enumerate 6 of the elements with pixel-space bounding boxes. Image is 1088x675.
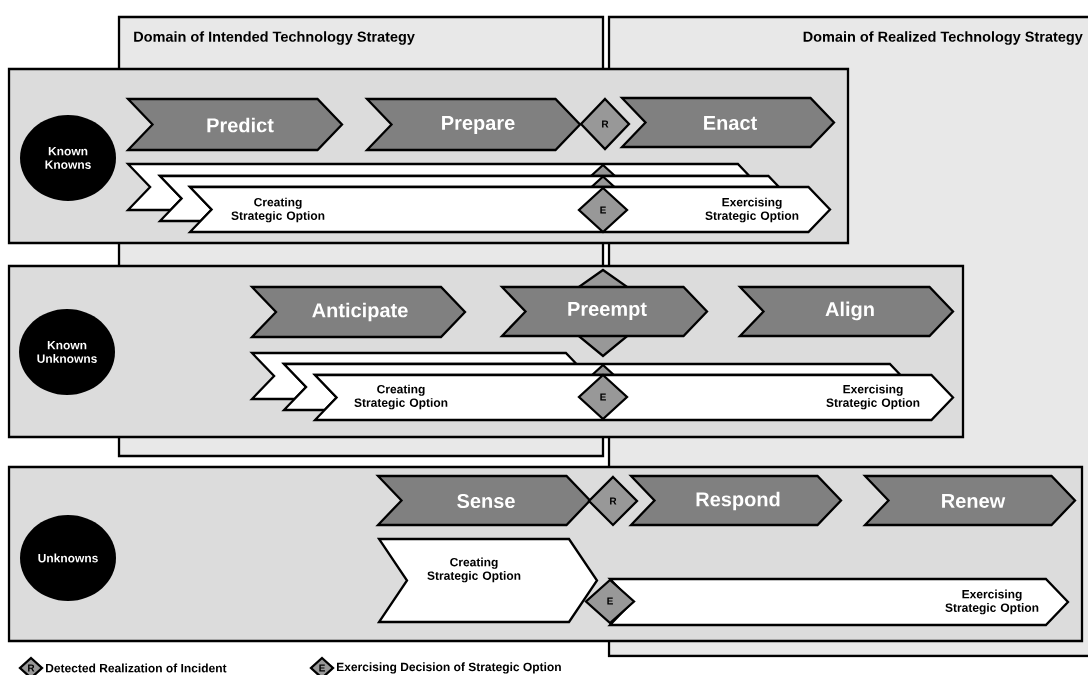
legend-text: Detected Realization of Incident [46, 663, 227, 673]
process-step: Sense [375, 474, 592, 527]
process-step: Enact [619, 96, 836, 149]
process-step: Respond [628, 474, 843, 527]
legend-text: Exercising Decision of Strategic Option [337, 662, 561, 674]
process-step: Renew [862, 474, 1077, 527]
